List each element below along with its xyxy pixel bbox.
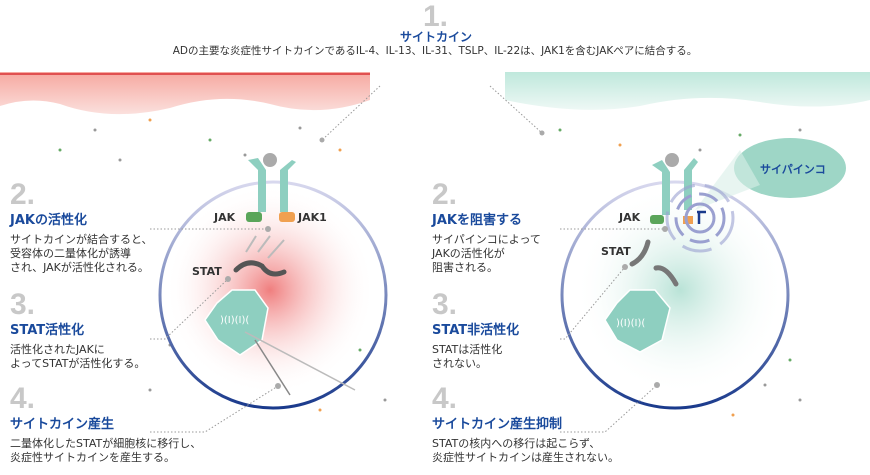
step-title: STAT活性化 bbox=[10, 323, 85, 338]
label-stat-right: STAT bbox=[601, 245, 631, 258]
step-desc: サイトカインが結合すると、受容体の二量体化が誘導され、JAKが活性化される。 bbox=[10, 233, 153, 274]
step-desc: 活性化されたJAKによってSTATが活性化する。 bbox=[10, 343, 146, 370]
step-title: サイトカイン産生 bbox=[10, 417, 115, 432]
label-stat-left: STAT bbox=[192, 265, 222, 278]
step-number: 4. bbox=[10, 382, 36, 415]
skin-healthy bbox=[505, 72, 870, 110]
header-title: サイトカイン bbox=[400, 30, 473, 44]
stat-dimer bbox=[233, 260, 287, 277]
step-number: 2. bbox=[10, 178, 36, 211]
label-jak-right: JAK bbox=[619, 211, 641, 224]
step-title: JAKの活性化 bbox=[10, 213, 87, 228]
step-desc: 二量体化したSTATが細胞核に移行し、炎症性サイトカインを産生する。 bbox=[10, 437, 202, 464]
receptor-left bbox=[248, 158, 266, 212]
step-title: JAKを阻害する bbox=[432, 213, 522, 228]
receptor-right bbox=[280, 160, 296, 212]
label-jak-left: JAK bbox=[214, 211, 236, 224]
svg-text:)(I)(I)(: )(I)(I)( bbox=[616, 318, 645, 329]
step-desc: STATは活性化されない。 bbox=[432, 343, 503, 370]
step-number: 3. bbox=[10, 288, 36, 321]
step-title: STAT非活性化 bbox=[432, 323, 520, 338]
label-jak1: JAK1 bbox=[298, 211, 327, 224]
jak-green bbox=[246, 212, 262, 222]
cell-right: )(I)(I)( bbox=[560, 138, 846, 410]
svg-text:)(I)(I)(: )(I)(I)( bbox=[220, 315, 249, 326]
drug-bubble bbox=[734, 138, 846, 198]
skin-inflamed bbox=[0, 72, 370, 115]
step-number: 2. bbox=[432, 178, 458, 211]
jak1-orange bbox=[279, 212, 295, 222]
header-subtitle: ADの主要な炎症性サイトカインであるIL-4、IL-13、IL-31、TSLP、… bbox=[172, 45, 698, 57]
step-title: サイトカイン産生抑制 bbox=[432, 417, 563, 432]
leader-lines bbox=[150, 85, 665, 433]
nucleus bbox=[204, 289, 269, 356]
step-desc: STATの核内への移行は起こらず、炎症性サイトカインは産生されない。 bbox=[432, 437, 619, 464]
step-number: 3. bbox=[432, 288, 458, 321]
header-number: 1. bbox=[423, 0, 449, 33]
cell-left: )(I)(I)( bbox=[158, 153, 388, 410]
cytokine bbox=[263, 153, 277, 167]
drug-label: サイパインコ bbox=[760, 163, 826, 176]
step-number: 4. bbox=[432, 382, 458, 415]
drug-target-rings bbox=[665, 183, 735, 253]
